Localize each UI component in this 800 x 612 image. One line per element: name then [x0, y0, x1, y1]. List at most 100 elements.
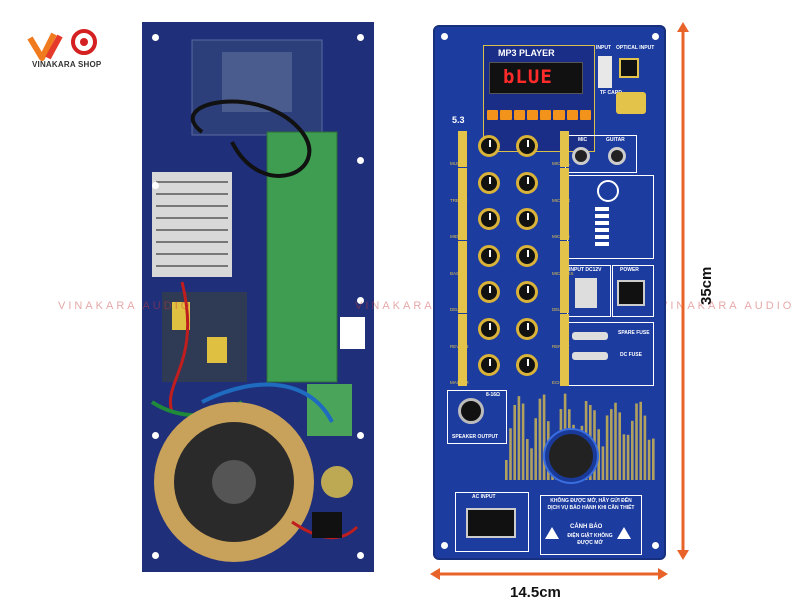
player-button[interactable]: [540, 110, 552, 120]
equalizer-bar: [526, 439, 529, 480]
equalizer-bar: [517, 396, 521, 480]
mic-jack[interactable]: [572, 147, 590, 165]
power-switch[interactable]: [617, 280, 645, 306]
left-knob-label: MID: [450, 234, 459, 239]
display-text: bLUE: [503, 66, 553, 88]
ac-input-label: AC INPUT: [472, 494, 496, 500]
left-knob-label: REVERB: [450, 343, 469, 349]
left-knob-label-strip: [458, 131, 467, 167]
player-button[interactable]: [513, 110, 525, 120]
ac-socket[interactable]: [466, 508, 516, 538]
equalizer-bar: [647, 439, 651, 480]
ac-input-box: [455, 492, 529, 552]
left-knob[interactable]: [478, 171, 500, 194]
left-knob[interactable]: [478, 281, 500, 303]
right-knob[interactable]: [516, 208, 538, 230]
equalizer-bar: [605, 415, 609, 480]
speaker-jack[interactable]: [458, 398, 484, 424]
equalizer-bar: [618, 412, 621, 480]
speaker-output-box: [447, 390, 507, 444]
watermark-left: VINAKARA AUDIO: [58, 300, 193, 312]
right-knob-label: DELAY: [552, 307, 567, 312]
equalizer-bar: [652, 438, 655, 480]
equalizer-bar: [534, 418, 537, 480]
input-label: INPUT: [596, 45, 611, 51]
right-knob-label: MIC BASS: [552, 270, 574, 276]
player-button[interactable]: [487, 110, 499, 120]
equalizer-bar: [635, 403, 638, 480]
dc-fuse[interactable]: [572, 352, 608, 360]
left-knob[interactable]: [478, 135, 500, 157]
warning-text: KHÔNG ĐƯỢC MỞ, HÃY GỬI ĐẾN DỊCH VỤ BẢO H…: [547, 498, 635, 511]
dc-terminal[interactable]: [575, 278, 597, 308]
right-knob-label-strip: [560, 350, 569, 386]
volume-knob[interactable]: [545, 430, 597, 482]
equalizer-bar: [521, 403, 525, 480]
right-knob[interactable]: [516, 135, 538, 157]
height-dimension: 35cm: [698, 266, 715, 305]
right-knob[interactable]: [516, 244, 538, 267]
right-knob[interactable]: [516, 317, 538, 340]
equalizer-bar: [513, 404, 516, 480]
right-knob-label: MIC MID: [552, 234, 570, 239]
left-knob[interactable]: [478, 354, 500, 376]
vent-icon: [595, 207, 609, 247]
player-button[interactable]: [526, 110, 538, 120]
width-arrow: [430, 568, 668, 580]
right-knob[interactable]: [516, 281, 538, 303]
warning-title: CẢNH BÁO: [570, 524, 603, 530]
left-knob-label-strip: [458, 167, 467, 204]
left-knob-label-strip: [458, 240, 467, 277]
height-arrow: [677, 22, 689, 560]
right-knob[interactable]: [516, 354, 538, 376]
spare-fuse: [572, 332, 608, 340]
ohm-label: 8-16Ω: [486, 392, 501, 398]
equalizer-bar: [505, 460, 508, 480]
wifi-icon: [616, 92, 646, 114]
right-knob-label-strip: [560, 313, 569, 350]
right-knob-label: ECHO: [552, 380, 566, 385]
equalizer-bar: [538, 398, 542, 480]
right-knob-label-strip: [560, 167, 569, 204]
led-display: [489, 62, 583, 94]
right-knob-label: MIC VOL: [552, 161, 571, 166]
player-buttons: [487, 110, 591, 120]
equalizer-bar: [509, 428, 512, 480]
left-knob[interactable]: [478, 208, 500, 230]
equalizer-bar: [542, 394, 546, 480]
left-knob-label: BASS: [450, 270, 463, 276]
board-back-photo: [142, 22, 374, 572]
left-knob-label-strip: [458, 204, 467, 240]
equalizer-bar: [530, 448, 533, 480]
model-number: 5.3: [452, 115, 465, 125]
power-box: [612, 265, 654, 317]
power-label: POWER: [620, 267, 639, 273]
logo-text: VINAKARA SHOP: [32, 60, 102, 69]
right-knob[interactable]: [516, 171, 538, 194]
guitar-jack[interactable]: [608, 147, 626, 165]
left-knob[interactable]: [478, 317, 500, 340]
usb-port[interactable]: [598, 56, 612, 88]
right-knob-label-strip: [560, 240, 569, 277]
optical-port[interactable]: [619, 58, 639, 78]
vinakara-logo: [27, 29, 97, 61]
left-knob-label: MASTER: [450, 380, 469, 385]
left-knob[interactable]: [478, 244, 500, 267]
equalizer-bar: [631, 420, 634, 480]
spare-fuse-label: SPARE FUSE: [618, 330, 650, 336]
left-knob-label: DELAY VOL: [450, 307, 465, 313]
mp3-player-title: MP3 PLAYER: [498, 48, 555, 58]
left-knob-label-strip: [458, 313, 467, 350]
player-button[interactable]: [566, 110, 578, 120]
player-button[interactable]: [553, 110, 565, 120]
right-knob-label: MIC TRE: [552, 197, 571, 203]
warning-shock-text: ĐIỆN GIẬT KHÔNG ĐƯỢC MỞ: [567, 533, 613, 546]
bluetooth-icon: [597, 180, 619, 202]
player-button[interactable]: [579, 110, 591, 120]
right-knob-label: REPEAT: [552, 343, 570, 349]
equalizer-bar: [597, 429, 600, 480]
watermark-right: VINAKARA AUDIO: [660, 300, 795, 312]
equalizer-bar: [626, 434, 630, 480]
player-button[interactable]: [500, 110, 512, 120]
dc-fuse-label: DC FUSE: [620, 352, 642, 358]
